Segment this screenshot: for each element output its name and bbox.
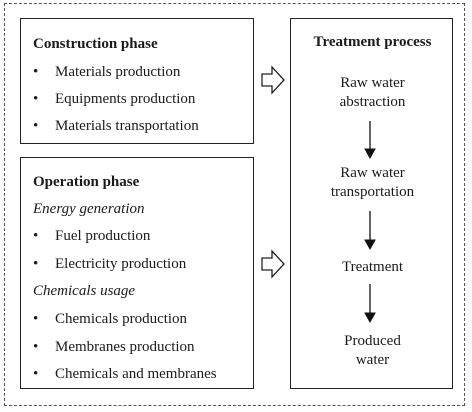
- hollow-arrow-right-icon: [261, 249, 285, 279]
- bullet-marker: •: [33, 311, 39, 327]
- construction-item-label: Materials production: [55, 64, 181, 80]
- operation-item-label: Fuel production: [55, 228, 151, 244]
- chemicals-usage-label: Chemicals usage: [33, 283, 136, 299]
- operation-item: • Electricity production: [33, 256, 186, 273]
- construction-item: • Equipments production: [33, 91, 195, 108]
- operation-phase-box: Operation phase Energy generation • Fuel …: [20, 157, 254, 389]
- operation-item-label: Chemicals and membranes: [55, 366, 217, 382]
- step-line: Produced: [344, 333, 401, 349]
- step-line: Treatment: [341, 259, 404, 275]
- bullet-marker: •: [33, 91, 39, 107]
- step-raw-water-abstraction: Raw water abstraction: [291, 74, 454, 112]
- step-line: Raw water: [340, 165, 405, 181]
- construction-item-label: Equipments production: [55, 91, 196, 107]
- bullet-marker: •: [33, 366, 39, 382]
- operation-item: • Chemicals and membranes: [33, 366, 217, 383]
- bullet-marker: •: [33, 64, 39, 80]
- step-produced-water: Produced water: [291, 332, 454, 370]
- hollow-arrow-right-icon: [261, 65, 285, 95]
- down-arrow-icon: [364, 211, 376, 251]
- bullet-marker: •: [33, 118, 39, 134]
- bullet-marker: •: [33, 228, 39, 244]
- operation-phase-title: Operation phase: [33, 174, 140, 190]
- construction-item-label: Materials transportation: [55, 118, 199, 134]
- energy-generation-label: Energy generation: [33, 201, 145, 217]
- bullet-marker: •: [33, 256, 39, 272]
- construction-item: • Materials production: [33, 64, 180, 81]
- treatment-process-title: Treatment process: [313, 34, 432, 50]
- construction-phase-title: Construction phase: [33, 36, 158, 52]
- step-treatment: Treatment: [291, 258, 454, 277]
- operation-item: • Chemicals production: [33, 311, 187, 328]
- step-line: water: [355, 352, 390, 368]
- step-raw-water-transportation: Raw water transportation: [291, 164, 454, 202]
- outer-dashed-frame: [4, 3, 465, 406]
- construction-phase-box: Construction phase • Materials production…: [20, 18, 254, 144]
- operation-item-label: Membranes production: [55, 339, 195, 355]
- construction-item: • Materials transportation: [33, 118, 199, 135]
- operation-item: • Membranes production: [33, 339, 195, 356]
- operation-item-label: Electricity production: [55, 256, 187, 272]
- step-line: transportation: [330, 184, 415, 200]
- operation-item: • Fuel production: [33, 228, 150, 245]
- bullet-marker: •: [33, 339, 39, 355]
- down-arrow-icon: [364, 121, 376, 160]
- step-line: Raw water: [340, 75, 405, 91]
- treatment-process-box: Treatment process Raw water abstraction …: [290, 18, 453, 389]
- operation-item-label: Chemicals production: [55, 311, 188, 327]
- down-arrow-icon: [364, 284, 376, 324]
- step-line: abstraction: [339, 94, 406, 110]
